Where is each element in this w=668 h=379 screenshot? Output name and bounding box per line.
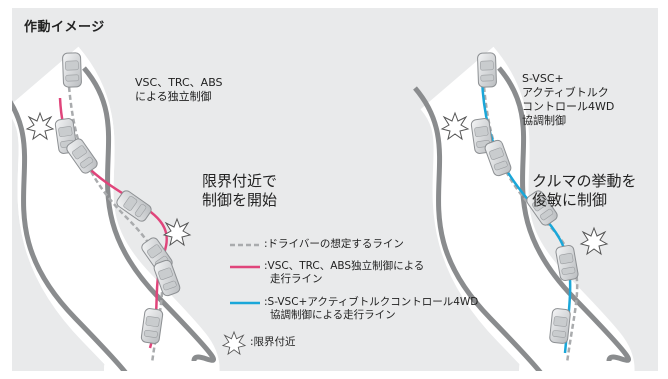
legend-driver-text: :ドライバーの想定するライン <box>264 238 404 250</box>
right-label-line: アクティブトルク <box>522 86 609 99</box>
diagram-panel: 作動イメージ <box>12 8 658 371</box>
left-callout-line: 制御を開始 <box>202 191 278 209</box>
right-callout-line: 俊敏に制御 <box>532 191 608 209</box>
legend-coop-line: 協調制御による走行ライン <box>270 309 396 321</box>
legend-independent-line: :VSC、TRC、ABS独立制御による <box>264 260 425 272</box>
legend-symbols <box>222 243 260 355</box>
right-label-line: コントロール4WD <box>522 100 615 113</box>
right-callout-line: クルマの挙動を <box>532 172 637 190</box>
limit-burst-icon <box>163 218 191 246</box>
left-road <box>12 46 220 371</box>
left-callout-line: 限界付近で <box>202 172 278 190</box>
diagram-title: 作動イメージ <box>24 20 105 35</box>
legend-independent-line: 走行ライン <box>270 273 323 285</box>
left-driver-line <box>65 62 164 364</box>
limit-burst-icon <box>580 227 608 255</box>
right-label-line: 協調制御 <box>522 114 566 127</box>
legend-coop-line: :S-VSC+アクティブトルクコントロール4WD <box>264 296 479 308</box>
left-label-line: VSC、TRC、ABS <box>135 76 223 89</box>
left-label-line: による独立制御 <box>135 90 212 103</box>
left-callout: 限界付近で 制御を開始 <box>202 172 277 210</box>
legend-limit-burst-icon <box>222 331 246 355</box>
left-control-label: VSC、TRC、ABS による独立制御 <box>135 76 223 104</box>
diagram-scene <box>12 46 635 371</box>
right-control-label: S-VSC+ アクティブトルク コントロール4WD 協調制御 <box>522 72 614 128</box>
legend-limit-text: :限界付近 <box>250 336 296 348</box>
car-icon <box>476 52 498 88</box>
car-icon <box>548 307 572 345</box>
right-callout: クルマの挙動を 俊敏に制御 <box>532 172 637 210</box>
legend-coop-text: :S-VSC+アクティブトルクコントロール4WD 協調制御による走行ライン <box>264 296 478 322</box>
car-icon <box>114 188 154 224</box>
car-icon <box>61 52 83 88</box>
right-label-line: S-VSC+ <box>522 72 564 85</box>
legend-independent-text: :VSC、TRC、ABS独立制御による 走行ライン <box>264 260 424 286</box>
